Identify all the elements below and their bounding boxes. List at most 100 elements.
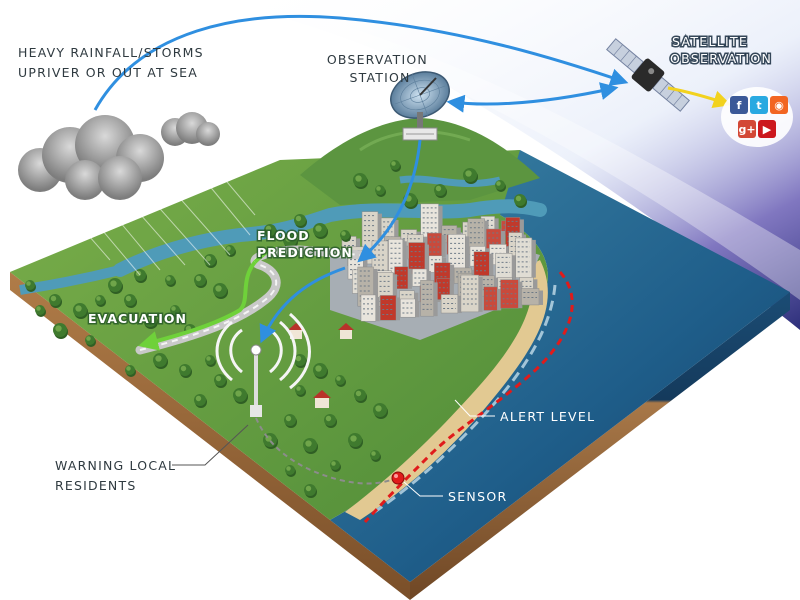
tree xyxy=(335,375,346,387)
soil-left-side xyxy=(10,272,410,600)
building xyxy=(379,295,401,321)
tree xyxy=(370,450,381,462)
building xyxy=(420,203,443,243)
tree xyxy=(514,194,527,208)
arrow-satellite-station xyxy=(446,82,619,113)
tree xyxy=(375,185,386,197)
observation-station-label-line2: STATION xyxy=(349,70,410,85)
tree xyxy=(330,460,341,472)
tree xyxy=(213,283,228,299)
alert-leader-line xyxy=(454,399,495,417)
svg-text:▶: ▶ xyxy=(763,123,772,136)
tree xyxy=(295,385,306,397)
tree xyxy=(204,254,217,268)
tree xyxy=(294,214,307,228)
rainfall-label-line2: UPRIVER OR OUT AT SEA xyxy=(18,65,198,80)
tree xyxy=(205,355,216,367)
building xyxy=(515,237,536,278)
tree xyxy=(264,224,277,238)
tree xyxy=(283,233,298,249)
sensor-leader-line xyxy=(403,481,443,497)
tree xyxy=(125,365,136,377)
building xyxy=(519,277,538,292)
tree xyxy=(73,303,88,319)
arrow-rain-to-satellite xyxy=(93,14,629,111)
tree xyxy=(194,274,207,288)
building xyxy=(500,279,523,309)
building xyxy=(440,294,462,314)
tree xyxy=(373,403,388,419)
arrow-evacuation xyxy=(138,260,257,351)
svg-text:g+: g+ xyxy=(738,123,755,136)
sensor-dot xyxy=(391,471,405,485)
rainfall-label-line1: HEAVY RAINFALL/STORMS xyxy=(18,45,204,60)
tree xyxy=(124,294,137,308)
building xyxy=(361,211,382,249)
svg-text:t: t xyxy=(756,99,761,112)
google-plus-icon: g+ xyxy=(738,120,756,138)
tree xyxy=(95,295,106,307)
building xyxy=(360,294,380,322)
tree xyxy=(170,305,181,317)
youtube-icon: ▶ xyxy=(758,120,776,138)
tree xyxy=(233,388,248,404)
tree xyxy=(313,363,328,379)
storm-clouds xyxy=(18,112,256,276)
tree xyxy=(284,414,297,428)
tree xyxy=(495,180,506,192)
observation-station-label-line1: OBSERVATION xyxy=(327,52,428,67)
soil-right-side xyxy=(410,292,790,600)
tree xyxy=(35,305,46,317)
tree xyxy=(340,230,351,242)
tree xyxy=(463,168,478,184)
tree xyxy=(294,354,307,368)
tree xyxy=(303,438,318,454)
tree xyxy=(324,414,337,428)
observation-station-dish xyxy=(390,71,450,141)
alert-level-line xyxy=(363,271,574,524)
tree xyxy=(153,353,168,369)
tree xyxy=(348,433,363,449)
building xyxy=(483,286,502,311)
facebook-icon: f xyxy=(730,96,748,114)
tree xyxy=(25,280,36,292)
river xyxy=(113,199,547,277)
flood-prediction-label-line1: FLOOD xyxy=(257,228,310,243)
building xyxy=(420,280,438,317)
satellite xyxy=(606,38,690,112)
tree xyxy=(194,394,207,408)
building xyxy=(400,298,420,318)
tree xyxy=(390,160,401,172)
tree xyxy=(179,364,192,378)
alert-level-label: ALERT LEVEL xyxy=(500,409,595,424)
satellite-label-line1: SATELLITE xyxy=(672,34,748,49)
building xyxy=(521,288,544,306)
svg-text:f: f xyxy=(737,99,742,112)
warning-residents-label: WARNING LOCAL RESIDENTS xyxy=(55,458,181,493)
tree xyxy=(285,465,296,477)
building xyxy=(447,234,470,270)
building xyxy=(460,274,483,313)
evacuation-label: EVACUATION xyxy=(88,311,187,326)
arrow-station-to-city xyxy=(357,139,422,263)
tree xyxy=(85,335,96,347)
tree xyxy=(49,294,62,308)
building xyxy=(495,253,517,280)
satellite-label-line2: OBSERVATION xyxy=(670,51,772,66)
tree xyxy=(165,275,176,287)
building xyxy=(394,266,412,290)
tree xyxy=(143,313,158,329)
forest xyxy=(25,160,527,498)
tree xyxy=(214,374,227,388)
rainfall-label: HEAVY RAINFALL/STORMS UPRIVER OR OUT AT … xyxy=(18,45,209,80)
warning-leader-line xyxy=(172,424,249,466)
rss-icon: ◉ xyxy=(770,96,788,114)
observation-station-label: OBSERVATION STATION xyxy=(327,52,433,85)
building xyxy=(427,232,446,258)
tree xyxy=(353,173,368,189)
tree xyxy=(354,389,367,403)
satellite-label: SATELLITE OBSERVATION xyxy=(670,34,772,66)
warning-residents-label-line2: RESIDENTS xyxy=(55,478,136,493)
